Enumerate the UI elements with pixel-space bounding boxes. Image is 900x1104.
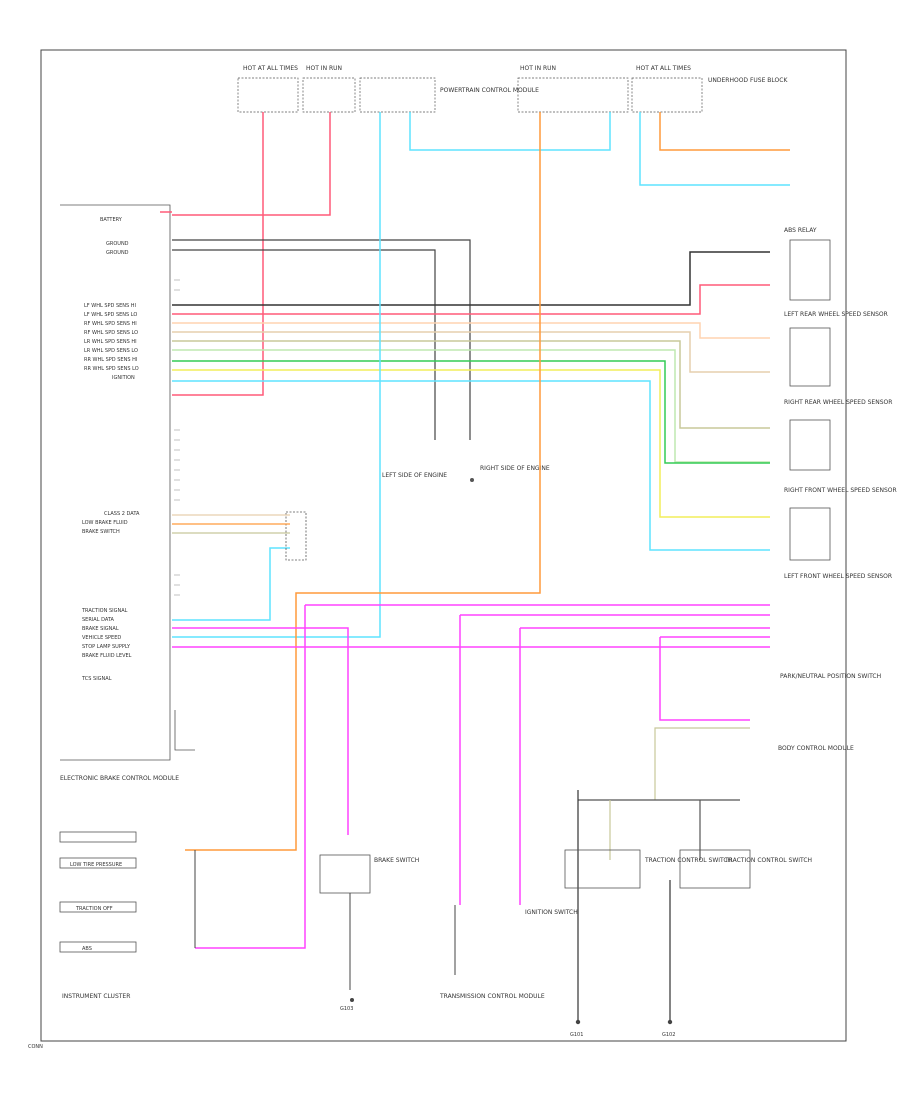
- ebcm-label: LF WHL SPD SENS HI: [84, 303, 136, 309]
- fuse-label-3: HOT IN RUN: [520, 65, 556, 72]
- wheel-speed-wires: [172, 251, 770, 551]
- ground-label-right: RIGHT SIDE OF ENGINE: [480, 465, 550, 472]
- ground-label-left: LEFT SIDE OF ENGINE: [382, 472, 447, 479]
- ebcm-label: IGNITION: [112, 375, 135, 381]
- sensor-label: LEFT FRONT WHEEL SPEED SENSOR: [784, 573, 892, 580]
- ebcm-label: BRAKE SIGNAL: [82, 626, 119, 632]
- ebcm-caption: ELECTRONIC BRAKE CONTROL MODULE: [60, 775, 179, 782]
- sensor-label: LEFT REAR WHEEL SPEED SENSOR: [784, 311, 888, 318]
- orange-wires: [185, 112, 790, 851]
- small-connector-row: [172, 514, 290, 534]
- ebcm-label: LR WHL SPD SENS LO: [84, 348, 138, 354]
- red-wires-top: [160, 112, 331, 396]
- ground-label: G103: [340, 1006, 353, 1012]
- right-sensor-boxes: [789, 239, 831, 561]
- fuse-label-4: HOT AT ALL TIMES: [636, 65, 691, 72]
- ebcm-label: RR WHL SPD SENS LO: [84, 366, 139, 372]
- component-label: TRACTION CONTROL SWITCH: [644, 857, 732, 864]
- right-note-bcm: BODY CONTROL MODULE: [778, 745, 854, 752]
- ebcm-label: LR WHL SPD SENS HI: [84, 339, 137, 345]
- header-center-text: POWERTRAIN CONTROL MODULE: [440, 87, 539, 94]
- ground-label: G102: [662, 1032, 675, 1038]
- component-label: IGNITION SWITCH: [525, 909, 578, 916]
- corner-tag: CONN: [28, 1044, 43, 1050]
- ground-symbols: [350, 998, 673, 1025]
- traction-switch-blocks: [319, 849, 751, 894]
- ground-label: G101: [570, 1032, 583, 1038]
- header-right-text: UNDERHOOD FUSE BLOCK: [708, 77, 788, 84]
- brake-switch-block: [285, 511, 307, 561]
- ebcm-label: STOP LAMP SUPPLY: [82, 644, 131, 650]
- component-label: TRACTION CONTROL SWITCH: [724, 857, 812, 864]
- ground-point-1: [470, 478, 474, 482]
- ebcm-label: RF WHL SPD SENS LO: [84, 330, 138, 336]
- bottom-left-leads: [194, 850, 456, 990]
- instrument-cluster: [59, 831, 137, 953]
- ebcm-outline: [60, 204, 171, 761]
- ebcm-label: TCS SIGNAL: [81, 676, 112, 682]
- ebcm-labels: BATTERY GROUND GROUND LF WHL SPD SENS HI…: [81, 217, 140, 682]
- cyan-wires: [172, 112, 790, 638]
- right-note-park: PARK/NEUTRAL POSITION SWITCH: [780, 673, 881, 680]
- ebcm-label: TRACTION SIGNAL: [81, 608, 128, 614]
- cluster-item: TRACTION OFF: [75, 906, 113, 912]
- fuse-block-header: [237, 77, 703, 113]
- ebcm-label: GROUND: [106, 250, 129, 256]
- sensor-label: RIGHT FRONT WHEEL SPEED SENSOR: [784, 487, 897, 494]
- ebcm-label: BRAKE FLUID LEVEL: [82, 653, 132, 659]
- ebcm-label: VEHICLE SPEED: [82, 635, 121, 641]
- ebcm-label: LF WHL SPD SENS LO: [84, 312, 137, 318]
- fuse-label-1: HOT AT ALL TIMES: [243, 65, 298, 72]
- ebcm-label: GROUND: [106, 241, 129, 247]
- component-label: TRANSMISSION CONTROL MODULE: [439, 993, 545, 1000]
- ebcm-label: BRAKE SWITCH: [82, 529, 120, 535]
- ebcm-label: SERIAL DATA: [82, 617, 115, 623]
- ebcm-pin-ticks: [174, 279, 180, 596]
- ground-wires: [172, 239, 471, 440]
- ebcm-label: RF WHL SPD SENS HI: [84, 321, 137, 327]
- brake-pressure-marker: [174, 710, 195, 751]
- fuse-label-2: HOT IN RUN: [306, 65, 342, 72]
- ebcm-label: CLASS 2 DATA: [104, 511, 140, 517]
- sensor-label: ABS RELAY: [784, 227, 817, 234]
- cluster-caption: INSTRUMENT CLUSTER: [62, 993, 130, 1000]
- ebcm-label: BATTERY: [100, 217, 123, 223]
- switch-feed-wires: [577, 727, 750, 1020]
- component-label: BRAKE SWITCH: [374, 857, 419, 864]
- diagram-border: [40, 49, 847, 1042]
- sensor-label: RIGHT REAR WHEEL SPEED SENSOR: [784, 399, 892, 406]
- cluster-item: LOW TIRE PRESSURE: [70, 862, 122, 868]
- cluster-item: ABS: [82, 946, 92, 952]
- ebcm-label: RR WHL SPD SENS HI: [84, 357, 137, 363]
- magenta-wires: [172, 604, 770, 949]
- ebcm-label: LOW BRAKE FLUID: [82, 520, 128, 526]
